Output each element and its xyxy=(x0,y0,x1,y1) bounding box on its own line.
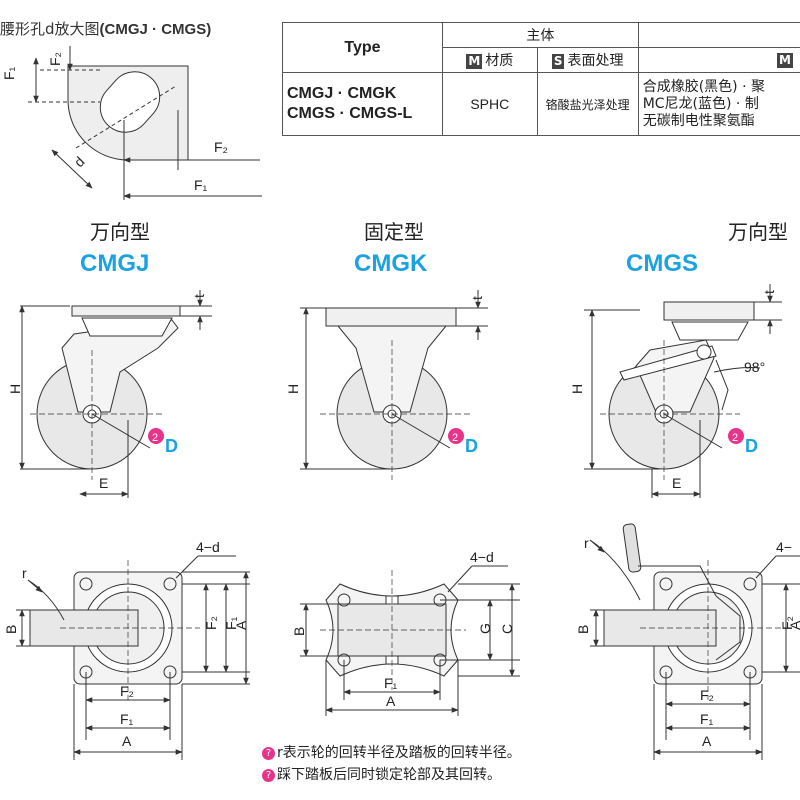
caster-type-cmgk: 固定型 xyxy=(364,220,424,244)
marker-num-cmgj: 2 xyxy=(152,432,158,444)
slot-detail-title-prefix: 腰形孔d放大图 xyxy=(0,20,100,38)
dim-f2-cmgs-h: F₂ xyxy=(700,687,714,703)
dim-t-cmgj: t xyxy=(191,294,207,298)
dim-f1-cmgs-h: F₁ xyxy=(700,711,714,727)
dim-h-cmgk: H xyxy=(285,384,301,394)
caster-model-cmgk: CMGK xyxy=(354,250,428,277)
note-lock-text: 踩下踏板后同时锁定轮部及其回转。 xyxy=(277,767,501,783)
dim-d-cmgj: D xyxy=(165,436,178,456)
material-label: 材质 xyxy=(485,53,514,69)
cmgj-side-view xyxy=(19,290,212,498)
dim-f1-cmgj-h: F₁ xyxy=(120,711,134,727)
dim-g-cmgk: G xyxy=(477,623,493,634)
wheel-line-2: MC尼龙(蓝色) · 制 xyxy=(642,95,759,112)
dim-e-cmgs: E xyxy=(672,475,681,491)
right-header-blank xyxy=(637,22,800,48)
dim-r-cmgj: r xyxy=(22,565,27,581)
note-radius: ?r表示轮的回转半径及踏板的回转半径。 xyxy=(262,746,521,760)
dim-f2-cmgj-v: F₂ xyxy=(203,616,219,630)
dim-h-cmgj: H xyxy=(7,384,23,394)
dim-a-cmgs-v: A xyxy=(787,620,800,630)
surface-value: 铬酸盐光泽处理 xyxy=(536,72,639,136)
dim-f1-detail: F₁ xyxy=(1,66,17,80)
material-value: SPHC xyxy=(442,72,538,136)
dim-h-cmgs: H xyxy=(569,384,585,394)
type-header: Type xyxy=(282,22,443,73)
dim-f2-cmgj-h: F₂ xyxy=(120,683,134,699)
dim-b-cmgj: B xyxy=(3,625,19,634)
dim-a-cmgk: A xyxy=(386,693,396,709)
caster-type-cmgs: 万向型 xyxy=(728,220,788,244)
wheel-material-tag: M xyxy=(777,53,793,68)
model-line-1: CMGJ · CMGK xyxy=(287,85,397,102)
cmgj-top-view xyxy=(16,555,250,760)
dim-t-cmgs: t xyxy=(761,290,777,294)
note-pin-icon: ? xyxy=(262,768,275,782)
dim-f1-cmgk: F₁ xyxy=(384,675,398,691)
body-header: 主体 xyxy=(442,22,639,48)
wheel-line-1: 合成橡胶(黑色) · 聚 xyxy=(642,78,765,95)
material-tag: M xyxy=(466,54,483,69)
caster-type-cmgj: 万向型 xyxy=(90,220,150,244)
wheel-line-3: 无碳制电性聚氨酯 xyxy=(642,112,755,129)
dim-b-cmgk: B xyxy=(291,627,307,636)
cmgs-top-view xyxy=(589,523,800,760)
dim-a-cmgs-h: A xyxy=(702,733,712,749)
slot-detail-title: 腰形孔d放大图(CMGJ · CMGS) xyxy=(0,20,212,38)
slot-detail xyxy=(28,46,262,200)
note-pin-icon: ? xyxy=(262,746,275,760)
marker-num-cmgk: 2 xyxy=(452,432,458,444)
cmgs-side-view xyxy=(584,284,782,498)
model-cell: CMGJ · CMGK CMGS · CMGS-L xyxy=(282,72,443,136)
angle-label: 98° xyxy=(744,359,765,375)
dim-f2-detail: F₂ xyxy=(47,52,63,66)
model-line-2: CMGS · CMGS-L xyxy=(287,105,413,122)
dim-b-cmgs: B xyxy=(575,625,591,634)
hole-label-cmgs: 4− xyxy=(776,539,792,555)
caster-model-cmgs: CMGS xyxy=(626,250,698,277)
dim-f2-cmgs-v: F₂ xyxy=(779,616,795,630)
dim-t-cmgk: t xyxy=(469,296,485,300)
dim-a-cmgj-v: A xyxy=(233,620,249,630)
dim-d-detail: d xyxy=(71,153,88,170)
dim-e-cmgj: E xyxy=(99,475,108,491)
dim-f1-cmgj-v: F₁ xyxy=(223,616,239,630)
d-marker-cmgs xyxy=(728,428,744,444)
dim-f2-detail-h: F₂ xyxy=(214,139,228,155)
dim-f1-detail-h: F₁ xyxy=(194,177,208,193)
wheel-material-cell: 合成橡胶(黑色) · 聚 MC尼龙(蓝色) · 制 无碳制电性聚氨酯 xyxy=(637,72,800,136)
hole-label-cmgk: 4−d xyxy=(470,549,494,565)
surface-tag: S xyxy=(551,54,565,69)
wheel-material-header: M xyxy=(637,47,800,73)
note-lock: ?踩下踏板后同时锁定轮部及其回转。 xyxy=(262,768,501,782)
cmgk-side-view xyxy=(300,290,488,480)
surface-label: 表面处理 xyxy=(567,53,624,69)
d-marker-cmgk xyxy=(448,428,464,444)
cmgk-top-view xyxy=(300,565,520,716)
marker-num-cmgs: 2 xyxy=(732,432,738,444)
d-marker-cmgj xyxy=(148,428,164,444)
dim-d-cmgs: D xyxy=(745,436,758,456)
dim-d-cmgk: D xyxy=(465,436,478,456)
slot-detail-title-models: (CMGJ · CMGS) xyxy=(99,21,212,38)
caster-model-cmgj: CMGJ xyxy=(80,250,150,277)
dim-a-cmgj-h: A xyxy=(122,733,132,749)
dim-r-cmgs: r xyxy=(584,535,589,551)
note-radius-text: r表示轮的回转半径及踏板的回转半径。 xyxy=(277,745,521,761)
hole-label-cmgj: 4−d xyxy=(196,539,220,555)
dim-c-cmgk: C xyxy=(499,624,515,634)
